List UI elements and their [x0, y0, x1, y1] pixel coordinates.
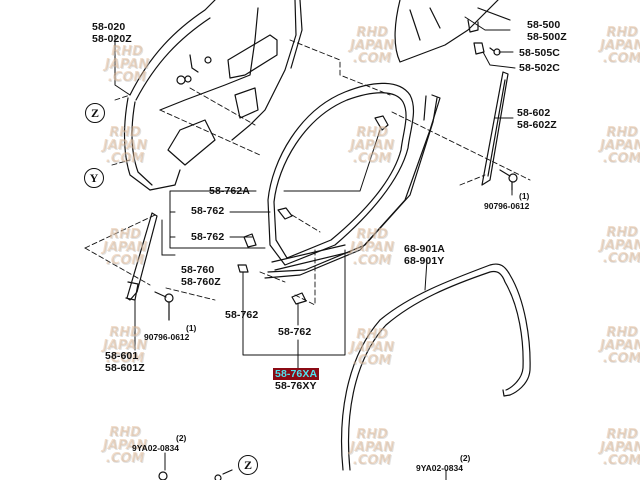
- part-number-selected[interactable]: 58-76XA: [273, 368, 320, 380]
- outer-seal-strip: [264, 94, 441, 279]
- view-marker-z-bottom: Z: [238, 455, 258, 475]
- part-number-alt: 58-760Z: [181, 276, 221, 288]
- part-number: 68-901A: [404, 243, 445, 255]
- part-number-alt: 58-602Z: [517, 119, 557, 131]
- part-label-58-602[interactable]: 58-602 58-602Z: [517, 107, 557, 131]
- part-label-clip-left[interactable]: 9YA02-0834: [132, 443, 179, 453]
- part-label-bolt-right-qty: (1): [519, 191, 529, 201]
- fasteners-505-502: [473, 42, 501, 56]
- dashed-guides: [84, 39, 531, 306]
- part-label-58-601[interactable]: 58-601 58-601Z: [105, 350, 145, 374]
- part-number-alt: 58-500Z: [527, 31, 567, 43]
- leader-lines: [114, 16, 516, 480]
- pillar-trim: [125, 212, 158, 301]
- view-marker-letter: Y: [89, 171, 99, 185]
- part-number-alt: 58-601Z: [105, 362, 145, 374]
- part-number: 58-020: [92, 21, 126, 33]
- part-label-58-762a[interactable]: 58-762A: [209, 185, 250, 197]
- quantity: (1): [519, 191, 530, 201]
- part-number: 58-602: [517, 107, 551, 119]
- part-label-58-762-upper[interactable]: 58-762: [191, 205, 224, 217]
- quantity: (2): [460, 453, 471, 463]
- view-marker-z: Z: [85, 103, 105, 123]
- part-number: 58-601: [105, 350, 139, 362]
- part-label-58-505c[interactable]: 58-505C: [519, 47, 560, 59]
- part-label-58-762-low-right[interactable]: 58-762: [278, 326, 311, 338]
- part-number: 58-762A: [209, 185, 250, 197]
- quantity: (1): [186, 323, 197, 333]
- bolt-left: [154, 291, 174, 321]
- part-number-alt: 58-020Z: [92, 33, 132, 45]
- part-number: 58-762: [278, 326, 312, 338]
- bolt-right: [499, 169, 518, 191]
- run-channel: [481, 71, 509, 186]
- part-number: 9YA02-0834: [132, 443, 179, 453]
- part-label-bolt-right[interactable]: 90796-0612: [484, 201, 529, 211]
- part-number: 58-762: [191, 205, 225, 217]
- part-label-bolt-left-qty: (1): [186, 323, 196, 333]
- part-number: 58-760: [181, 264, 215, 276]
- bottom-clips: [158, 469, 233, 480]
- part-number: 58-502C: [519, 62, 560, 74]
- clips-58-762: [237, 115, 389, 305]
- part-label-58-762-mid[interactable]: 58-762: [191, 231, 224, 243]
- part-number-alt: 68-901Y: [404, 255, 445, 267]
- part-number: 58-762: [225, 309, 259, 321]
- part-label-68-901[interactable]: 68-901A 68-901Y: [404, 243, 445, 267]
- part-label-58-762-low-left[interactable]: 58-762: [225, 309, 258, 321]
- part-number: 9YA02-0834: [416, 463, 463, 473]
- door-glass: [394, 0, 511, 63]
- part-label-clip-right[interactable]: 9YA02-0834: [416, 463, 463, 473]
- part-label-58-760[interactable]: 58-760 58-760Z: [181, 264, 221, 288]
- part-label-58-500[interactable]: 58-500 58-500Z: [527, 19, 567, 43]
- part-label-clip-left-qty: (2): [176, 433, 186, 443]
- door-weatherstrip: [267, 82, 415, 271]
- part-number: 58-505C: [519, 47, 560, 59]
- view-marker-letter: Z: [243, 458, 252, 472]
- part-number-alt: 58-76XY: [275, 380, 317, 392]
- door-shell: [123, 0, 303, 191]
- part-number: 90796-0612: [484, 201, 530, 211]
- part-number: 58-500: [527, 19, 561, 31]
- part-label-58-020[interactable]: 58-020 58-020Z: [92, 21, 132, 45]
- outer-weatherstrip-arc: [341, 263, 531, 471]
- part-label-58-76x[interactable]: 58-76XA 58-76XY: [273, 368, 320, 392]
- part-label-bolt-left[interactable]: 90796-0612: [144, 332, 189, 342]
- view-marker-letter: Z: [90, 106, 99, 120]
- part-label-clip-right-qty: (2): [460, 453, 470, 463]
- highlighted-part-number[interactable]: 58-76XA: [273, 368, 320, 380]
- part-number: 58-762: [191, 231, 225, 243]
- part-label-58-502c[interactable]: 58-502C: [519, 62, 560, 74]
- part-number: 90796-0612: [144, 332, 190, 342]
- quantity: (2): [176, 433, 187, 443]
- view-marker-y: Y: [84, 168, 104, 188]
